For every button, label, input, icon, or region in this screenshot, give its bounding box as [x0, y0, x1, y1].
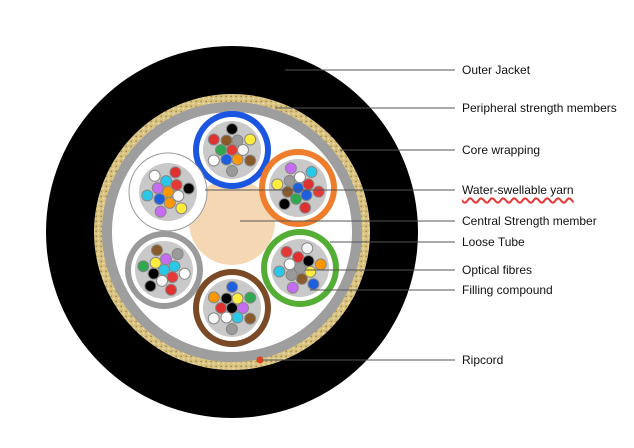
blue-tube	[193, 111, 271, 189]
optical-fibre	[226, 281, 239, 294]
optical-fibre	[163, 196, 176, 209]
optical-fibre	[304, 265, 317, 278]
optical-fibre	[160, 175, 173, 188]
optical-fibre	[244, 154, 257, 167]
optical-fibre	[283, 174, 296, 187]
optical-fibre	[170, 179, 183, 192]
optical-fibre	[182, 182, 195, 195]
leader-lines	[205, 69, 455, 361]
label-water-swellable: Water-swellable yarn	[462, 183, 574, 197]
optical-fibre	[172, 189, 185, 202]
optical-fibre	[165, 283, 178, 296]
optical-fibre	[244, 291, 257, 304]
loose-tubes-group	[125, 111, 339, 347]
optical-fibre	[215, 144, 227, 156]
optical-fibre	[231, 153, 244, 166]
optical-fibre	[283, 258, 296, 271]
optical-fibre	[284, 162, 297, 175]
label-ripcord: Ripcord	[462, 353, 504, 367]
optical-fibre	[150, 244, 163, 257]
optical-fibre	[225, 322, 238, 335]
optical-fibre	[293, 171, 306, 184]
optical-fibre	[215, 301, 228, 314]
central-strength-member	[189, 179, 275, 265]
optical-fibre	[302, 178, 315, 191]
label-central-strength: Central Strength member	[462, 214, 597, 228]
optical-fibre	[166, 271, 179, 284]
optical-fibre	[226, 123, 238, 135]
optical-fibre	[137, 260, 150, 273]
optical-fibre	[290, 192, 303, 205]
optical-fibre	[244, 312, 257, 325]
optical-fibre	[144, 279, 157, 292]
optical-fibre	[220, 153, 233, 166]
optical-fibre	[292, 251, 305, 264]
label-core-wrapping: Core wrapping	[462, 143, 541, 157]
optical-fibre	[168, 260, 181, 273]
optical-fibre	[226, 165, 238, 177]
optical-fibre	[231, 134, 244, 147]
optical-fibre	[141, 189, 154, 202]
optical-fibre	[273, 265, 286, 278]
optical-fibre	[154, 205, 167, 218]
optical-fibre	[231, 311, 244, 324]
ripcord-dot	[256, 356, 264, 364]
optical-fibre	[148, 169, 161, 182]
label-peripheral-strength: Peripheral strength members	[462, 101, 617, 115]
optical-fibre	[207, 133, 220, 146]
optical-fibre	[149, 256, 162, 269]
grey-tube	[125, 231, 203, 309]
optical-fibre	[207, 312, 220, 325]
optical-fibre	[156, 274, 169, 287]
optical-fibre	[278, 198, 291, 211]
optical-fibre	[171, 248, 184, 261]
optical-fibre	[271, 178, 284, 191]
optical-fibre	[302, 254, 315, 267]
optical-fibre	[307, 278, 320, 291]
optical-fibre	[169, 166, 182, 179]
optical-fibre	[280, 245, 293, 258]
label-filling-compound: Filling compound	[462, 283, 553, 297]
label-loose-tube: Loose Tube	[462, 235, 525, 249]
optical-fibre	[178, 267, 191, 280]
optical-fibre	[231, 292, 244, 305]
optical-fibre	[299, 201, 312, 214]
optical-fibre	[301, 242, 314, 255]
optical-fibre	[312, 185, 325, 198]
optical-fibre	[237, 144, 249, 156]
label-optical-fibres: Optical fibres	[462, 263, 533, 277]
optical-fibre	[300, 189, 313, 202]
optical-fibre	[153, 192, 166, 205]
optical-fibre	[220, 292, 233, 305]
optical-fibre	[314, 258, 327, 271]
optical-fibre	[305, 165, 318, 178]
white-tube	[128, 152, 208, 232]
optical-fibre	[281, 185, 294, 198]
green-tube	[261, 229, 339, 307]
optical-fibre	[159, 253, 172, 266]
optical-fibre	[220, 134, 233, 147]
optical-fibre	[286, 281, 299, 294]
optical-fibre	[207, 154, 220, 167]
orange-tube	[259, 149, 337, 227]
brown-tube	[193, 269, 271, 347]
optical-fibre	[207, 291, 220, 304]
optical-fibre	[285, 269, 298, 282]
label-outer-jacket: Outer Jacket	[462, 63, 531, 77]
optical-fibre	[236, 302, 249, 315]
optical-fibre	[175, 202, 188, 215]
optical-fibre	[244, 133, 257, 146]
optical-fibre	[295, 272, 308, 285]
